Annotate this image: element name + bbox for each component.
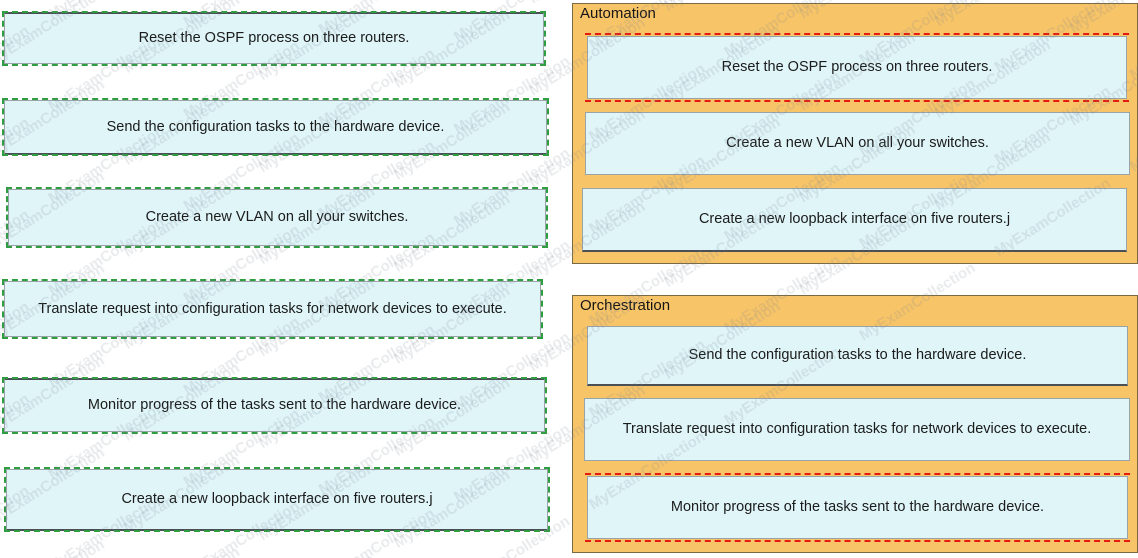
task-card-2[interactable]: Send the configuration tasks to the hard… bbox=[2, 98, 549, 156]
task-card-1[interactable]: Reset the OSPF process on three routers. bbox=[2, 11, 546, 66]
drop-card-automation-1[interactable]: Reset the OSPF process on three routers. bbox=[585, 33, 1129, 102]
group-title-automation: Automation bbox=[580, 5, 656, 22]
task-card-5[interactable]: Monitor progress of the tasks sent to th… bbox=[2, 377, 547, 434]
task-card-3[interactable]: Create a new VLAN on all your switches. bbox=[6, 187, 548, 248]
task-card-label: Create a new VLAN on all your switches. bbox=[145, 209, 409, 226]
task-card-label: Reset the OSPF process on three routers. bbox=[138, 30, 410, 47]
drop-card-label: Translate request into configuration tas… bbox=[622, 421, 1092, 438]
group-panel-automation[interactable]: Automation Reset the OSPF process on thr… bbox=[572, 3, 1138, 264]
drop-card-automation-2[interactable]: Create a new VLAN on all your switches. bbox=[585, 112, 1130, 175]
task-card-label: Translate request into configuration tas… bbox=[38, 300, 507, 317]
task-card-label: Create a new loopback interface on five … bbox=[121, 491, 433, 508]
group-panel-orchestration[interactable]: Orchestration Send the configuration tas… bbox=[572, 295, 1138, 553]
answer-choice-list: Reset the OSPF process on three routers.… bbox=[2, 0, 552, 558]
task-card-label: Send the configuration tasks to the hard… bbox=[106, 118, 445, 135]
drop-card-orchestration-1[interactable]: Send the configuration tasks to the hard… bbox=[587, 326, 1128, 386]
drop-card-label: Send the configuration tasks to the hard… bbox=[688, 347, 1027, 364]
task-card-label: Monitor progress of the tasks sent to th… bbox=[87, 397, 462, 414]
task-card-6[interactable]: Create a new loopback interface on five … bbox=[4, 467, 550, 532]
drop-card-orchestration-2[interactable]: Translate request into configuration tas… bbox=[584, 398, 1130, 461]
drop-card-orchestration-3[interactable]: Monitor progress of the tasks sent to th… bbox=[585, 473, 1130, 542]
drop-card-label: Create a new VLAN on all your switches. bbox=[726, 135, 989, 152]
drop-target-groups: Automation Reset the OSPF process on thr… bbox=[570, 0, 1138, 558]
drop-card-label: Create a new loopback interface on five … bbox=[698, 211, 1011, 228]
group-title-orchestration: Orchestration bbox=[580, 297, 671, 314]
drop-card-automation-3[interactable]: Create a new loopback interface on five … bbox=[582, 188, 1127, 252]
task-card-4[interactable]: Translate request into configuration tas… bbox=[2, 279, 543, 339]
drop-card-label: Monitor progress of the tasks sent to th… bbox=[670, 499, 1045, 516]
drop-card-label: Reset the OSPF process on three routers. bbox=[721, 59, 993, 76]
